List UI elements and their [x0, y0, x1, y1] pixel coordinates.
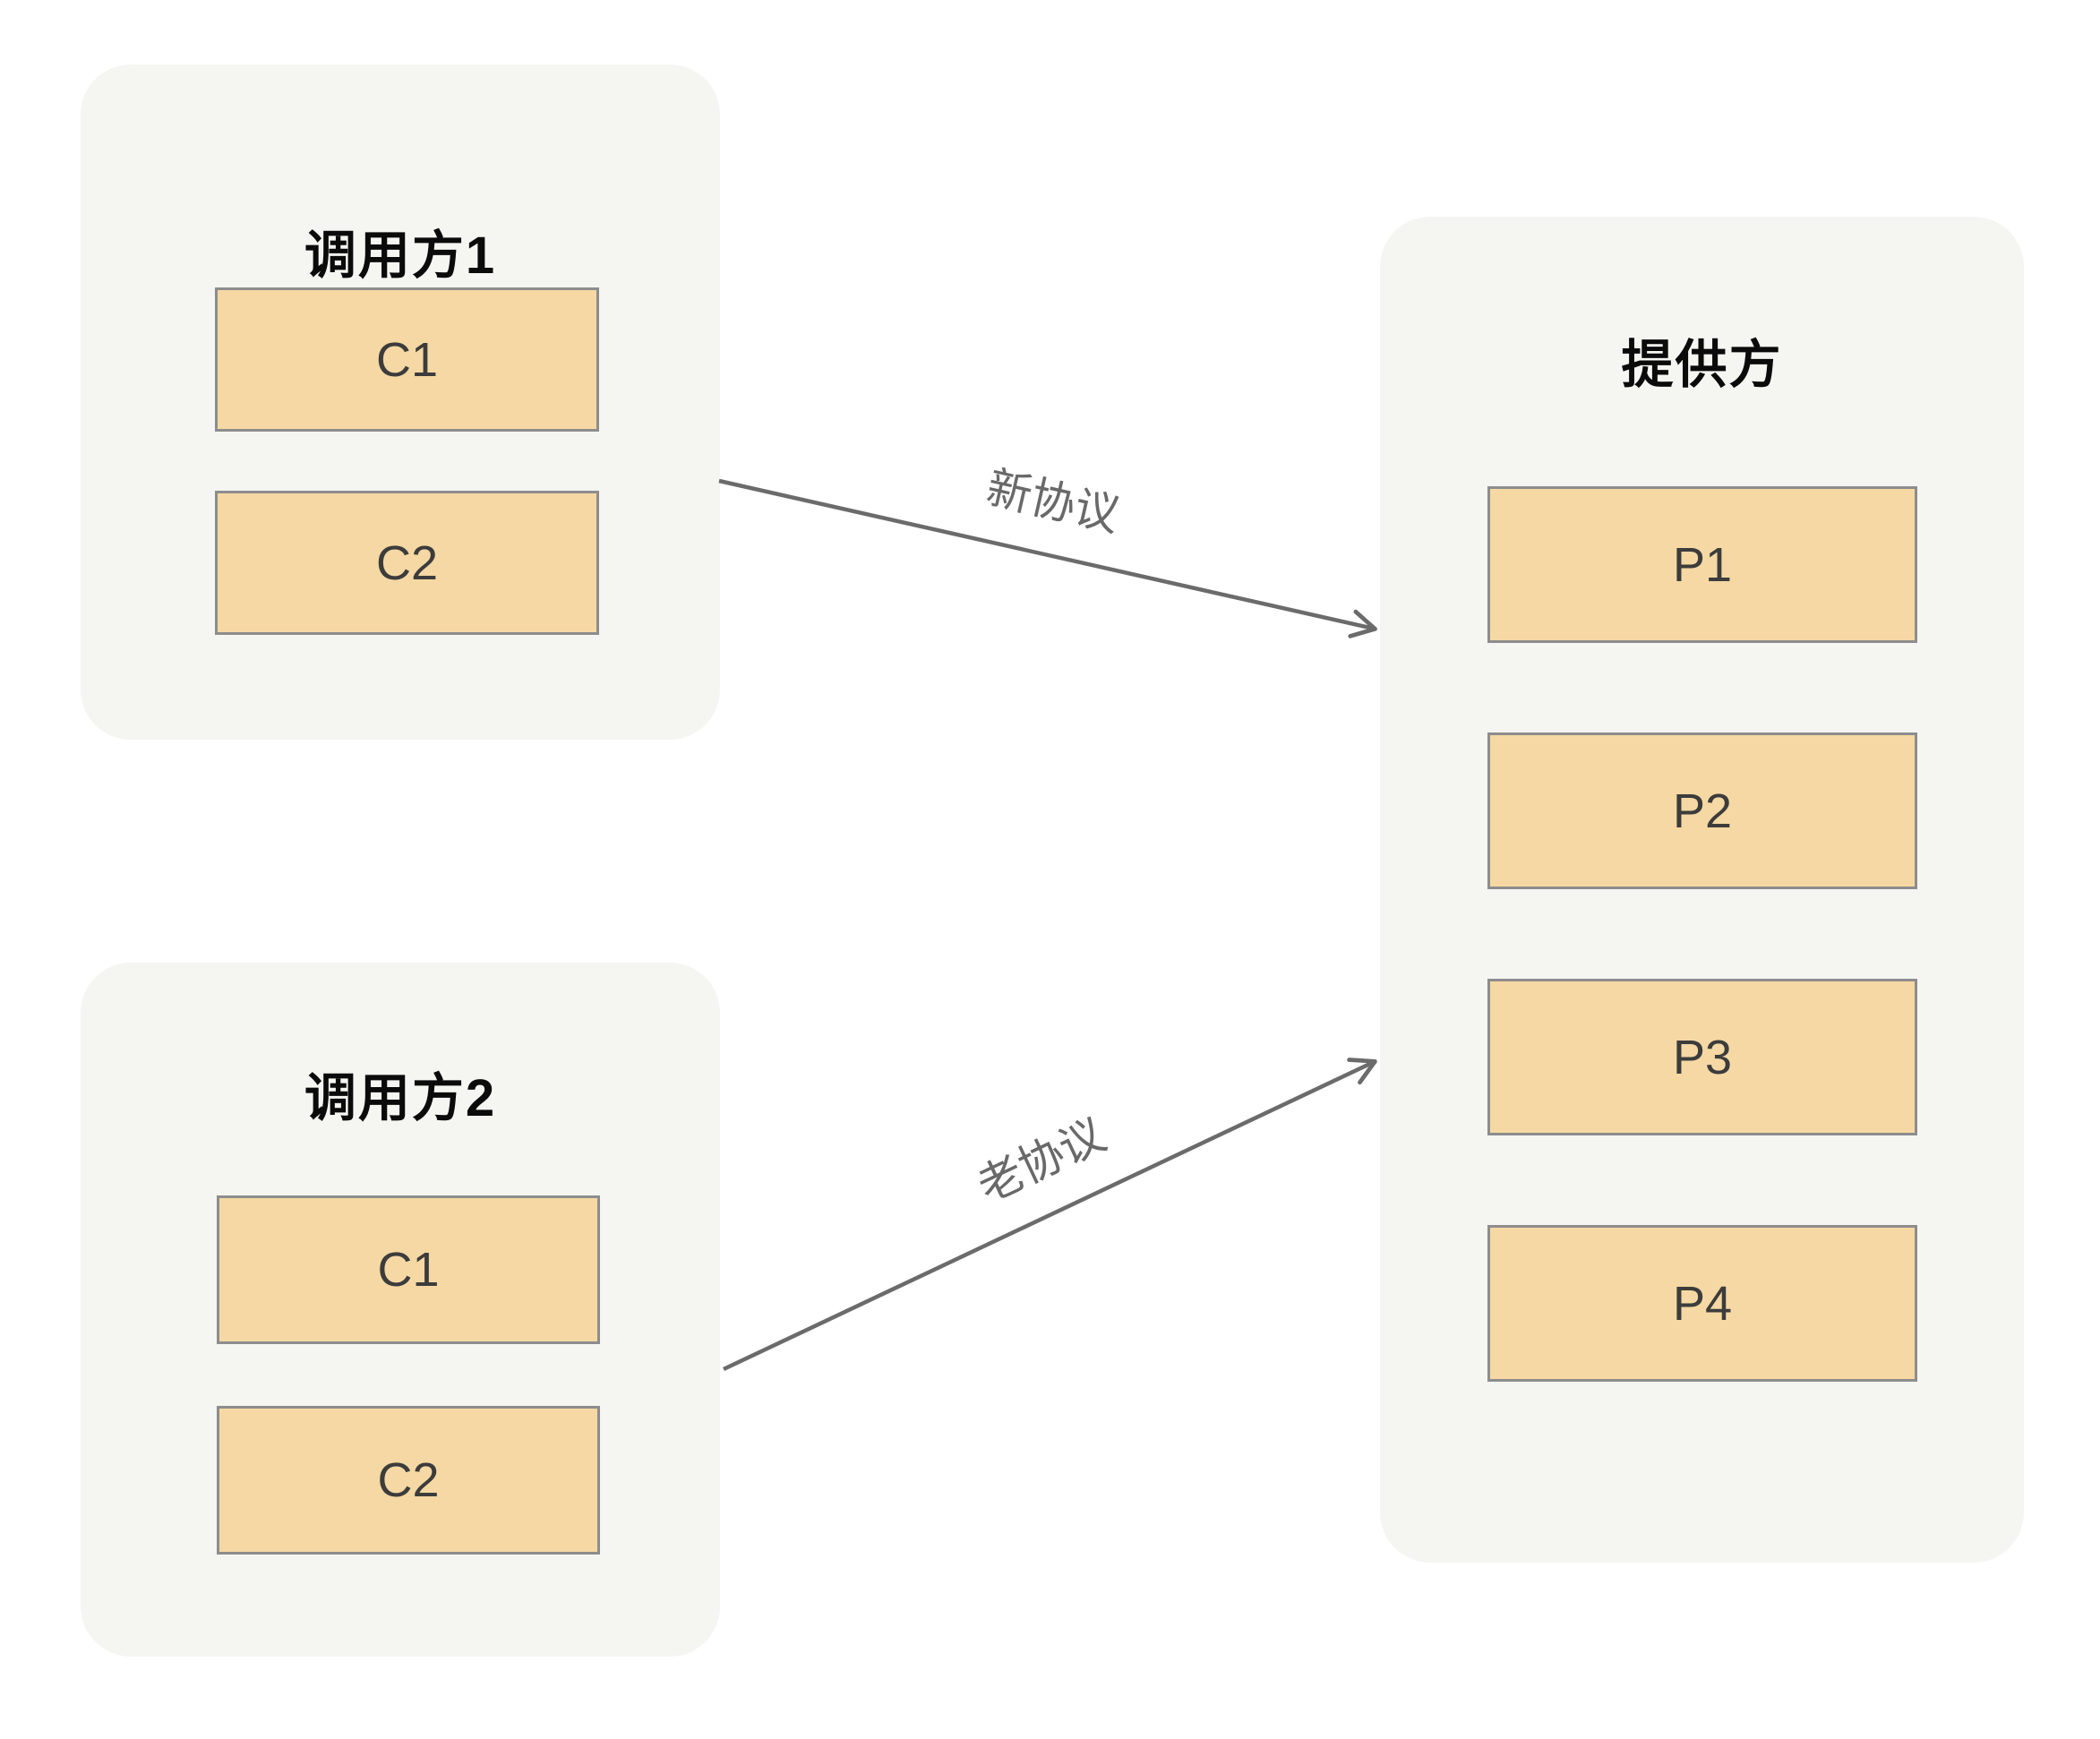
- provider-box-p1: P1: [1487, 486, 1917, 643]
- caller2-box-c1: C1: [217, 1195, 600, 1344]
- caller1-group: 调用方1 C1 C2: [81, 64, 720, 740]
- provider-box-p4: P4: [1487, 1225, 1917, 1382]
- provider-box-p2: P2: [1487, 732, 1917, 889]
- caller1-box-c2: C2: [215, 491, 599, 635]
- provider-group: 提供方 P1 P2 P3 P4: [1380, 217, 2024, 1563]
- arrow-label-old-protocol: 老协议: [970, 1109, 1113, 1212]
- arrow-old-protocol: [723, 1058, 1377, 1372]
- arrow-label-new-protocol: 新协议: [982, 462, 1125, 541]
- caller2-group: 调用方2 C1 C2: [81, 963, 720, 1657]
- provider-title: 提供方: [1621, 336, 1783, 394]
- caller2-title: 调用方2: [304, 1069, 497, 1127]
- caller1-box-c1: C1: [215, 287, 599, 432]
- arrow-new-protocol: [718, 478, 1377, 638]
- caller2-box-c2: C2: [217, 1406, 600, 1555]
- caller1-title: 调用方1: [304, 227, 497, 285]
- provider-box-p3: P3: [1487, 979, 1917, 1135]
